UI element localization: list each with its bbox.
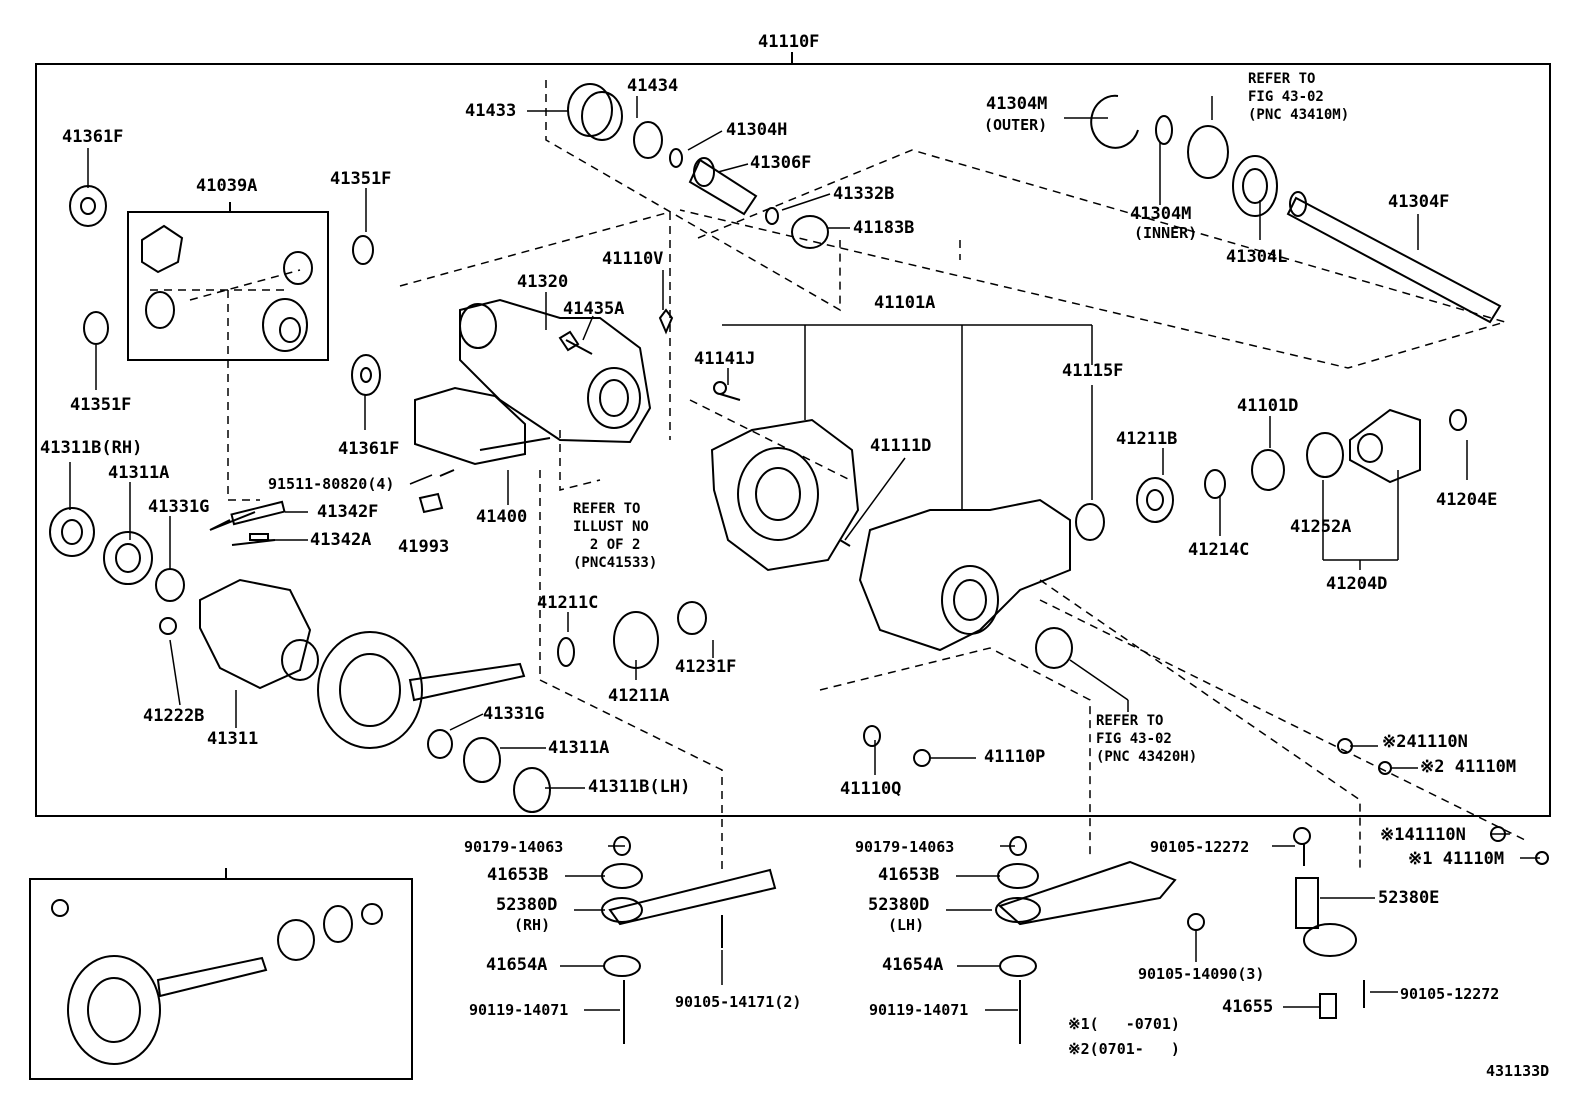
part-label-41211A[interactable]: 41211A [608, 686, 670, 706]
part-label-41110M-outer[interactable]: ※1 41110M [1408, 849, 1505, 869]
part-label-41183B[interactable]: 41183B [853, 218, 915, 238]
part-label-90105-12272-top[interactable]: 90105-12272 [1150, 838, 1250, 856]
part-label-41434[interactable]: 41434 [627, 76, 679, 96]
carrier-housing-right [860, 410, 1466, 668]
explosion-guides [150, 80, 1525, 870]
mount-brackets [602, 827, 1548, 1044]
differential-assembly [50, 502, 1391, 812]
part-label-41655[interactable]: 41655 [1222, 997, 1274, 1017]
part-label-41400[interactable]: 41400 [476, 507, 528, 527]
part-label-41039A[interactable]: 41039A [196, 176, 258, 196]
part-label-52380E[interactable]: 52380E [1378, 888, 1440, 908]
part-label-41101D[interactable]: 41101D [1237, 396, 1299, 416]
inner-note: (INNER) [1134, 224, 1198, 242]
part-label-41141J[interactable]: 41141J [694, 349, 756, 369]
part-label-41433[interactable]: 41433 [465, 101, 517, 121]
part-label-41435A[interactable]: 41435A [563, 299, 625, 319]
carrier-housing-left [460, 300, 672, 442]
part-label-41342F[interactable]: 41342F [317, 502, 379, 522]
part-label-41252A[interactable]: 41252A [1290, 517, 1352, 537]
footnote-2: ※2(0701- ) [1068, 1040, 1180, 1058]
part-label-41111D[interactable]: 41111D [870, 436, 932, 456]
ring-pinion-set [52, 900, 382, 1064]
part-label-41110V[interactable]: 41110V [602, 249, 664, 269]
refer-note-43410M: REFER TO FIG 43-02 (PNC 43410M) [1248, 71, 1350, 123]
part-label-90179-14063-right[interactable]: 90179-14063 [855, 838, 955, 856]
rh-note: (RH) [514, 916, 551, 934]
part-label-41214C[interactable]: 41214C [1188, 540, 1250, 560]
part-label-41331G-low[interactable]: 41331G [483, 704, 545, 724]
part-label-41351F-top[interactable]: 41351F [330, 169, 392, 189]
part-label-90105-12272-bottom[interactable]: 90105-12272 [1400, 985, 1500, 1003]
refer-note-41533: REFER TO ILLUST NO 2 OF 2 (PNC41533) [573, 501, 658, 571]
part-label-90119-14071-right[interactable]: 90119-14071 [869, 1001, 969, 1019]
refer-note-43420H: REFER TO FIG 43-02 (PNC 43420H) [1096, 713, 1198, 765]
part-label-41204D[interactable]: 41204D [1326, 574, 1388, 594]
part-label-41110M[interactable]: ※2 41110M [1420, 757, 1517, 777]
part-label-90105-14171[interactable]: 90105-14171(2) [675, 993, 802, 1011]
part-label-41653B-right[interactable]: 41653B [878, 865, 940, 885]
part-label-41110F[interactable]: 41110F [758, 32, 820, 52]
part-label-41304H[interactable]: 41304H [726, 120, 788, 140]
diff-gear-kit [142, 226, 312, 351]
part-label-41110Q[interactable]: 41110Q [840, 779, 902, 799]
part-label-41304F[interactable]: 41304F [1388, 192, 1450, 212]
part-label-41654A-right[interactable]: 41654A [882, 955, 944, 975]
footnote-1: ※1( -0701) [1068, 1015, 1180, 1033]
part-label-41211C[interactable]: 41211C [537, 593, 599, 613]
part-label-90179-14063-left[interactable]: 90179-14063 [464, 838, 564, 856]
part-label-41311[interactable]: 41311 [207, 729, 259, 749]
part-label-41211B[interactable]: 41211B [1116, 429, 1178, 449]
part-label-41304L[interactable]: 41304L [1226, 247, 1288, 267]
part-label-41222B[interactable]: 41222B [143, 706, 205, 726]
part-label-41231F[interactable]: 41231F [675, 657, 737, 677]
actuator-41400 [415, 388, 550, 512]
carrier-housing-center [712, 382, 858, 570]
part-label-41332B[interactable]: 41332B [833, 184, 895, 204]
lh-note: (LH) [888, 916, 925, 934]
part-label-41351F-left[interactable]: 41351F [70, 395, 132, 415]
outer-note: (OUTER) [984, 116, 1048, 134]
part-label-52380D-left[interactable]: 52380D [496, 895, 558, 915]
part-label-41311A-left[interactable]: 41311A [108, 463, 170, 483]
part-label-41320[interactable]: 41320 [517, 272, 569, 292]
main-assembly-frame [36, 64, 1550, 816]
part-label-41110N-outer[interactable]: ※141110N [1380, 825, 1466, 845]
part-label-41331G-left[interactable]: 41331G [148, 497, 210, 517]
part-label-41654A-left[interactable]: 41654A [486, 955, 548, 975]
part-label-91511-80820[interactable]: 91511-80820(4) [268, 475, 395, 493]
part-label-41342A[interactable]: 41342A [310, 530, 372, 550]
part-label-90119-14071-left[interactable]: 90119-14071 [469, 1001, 569, 1019]
part-label-52380D-right[interactable]: 52380D [868, 895, 930, 915]
leader-lines [70, 96, 1540, 1010]
flange-and-spacers [70, 186, 380, 395]
part-label-41110N[interactable]: ※241110N [1382, 732, 1468, 752]
part-label-41304M-outer[interactable]: 41304M [986, 94, 1048, 114]
part-label-41653B-left[interactable]: 41653B [487, 865, 549, 885]
part-label-41311B-rh[interactable]: 41311B(RH) [40, 438, 143, 458]
part-label-41101A[interactable]: 41101A [874, 293, 936, 313]
part-label-41110P[interactable]: 41110P [984, 747, 1046, 767]
axle-shaft-group [1091, 96, 1500, 322]
part-label-41361F-mid[interactable]: 41361F [338, 439, 400, 459]
part-label-41361F-top[interactable]: 41361F [62, 127, 124, 147]
part-label-41115F[interactable]: 41115F [1062, 361, 1124, 381]
part-label-41311B-lh[interactable]: 41311B(LH) [588, 777, 691, 797]
part-label-41204E[interactable]: 41204E [1436, 490, 1498, 510]
pinion-seal-group [568, 84, 828, 248]
part-label-90105-14090[interactable]: 90105-14090(3) [1138, 965, 1265, 983]
part-label-41993[interactable]: 41993 [398, 537, 450, 557]
figure-id: 431133D [1486, 1062, 1550, 1080]
part-label-41304M-inner[interactable]: 41304M [1130, 204, 1192, 224]
part-label-41306F[interactable]: 41306F [750, 153, 812, 173]
part-label-41311A-low[interactable]: 41311A [548, 738, 610, 758]
sub-assembly-frame [30, 879, 412, 1079]
